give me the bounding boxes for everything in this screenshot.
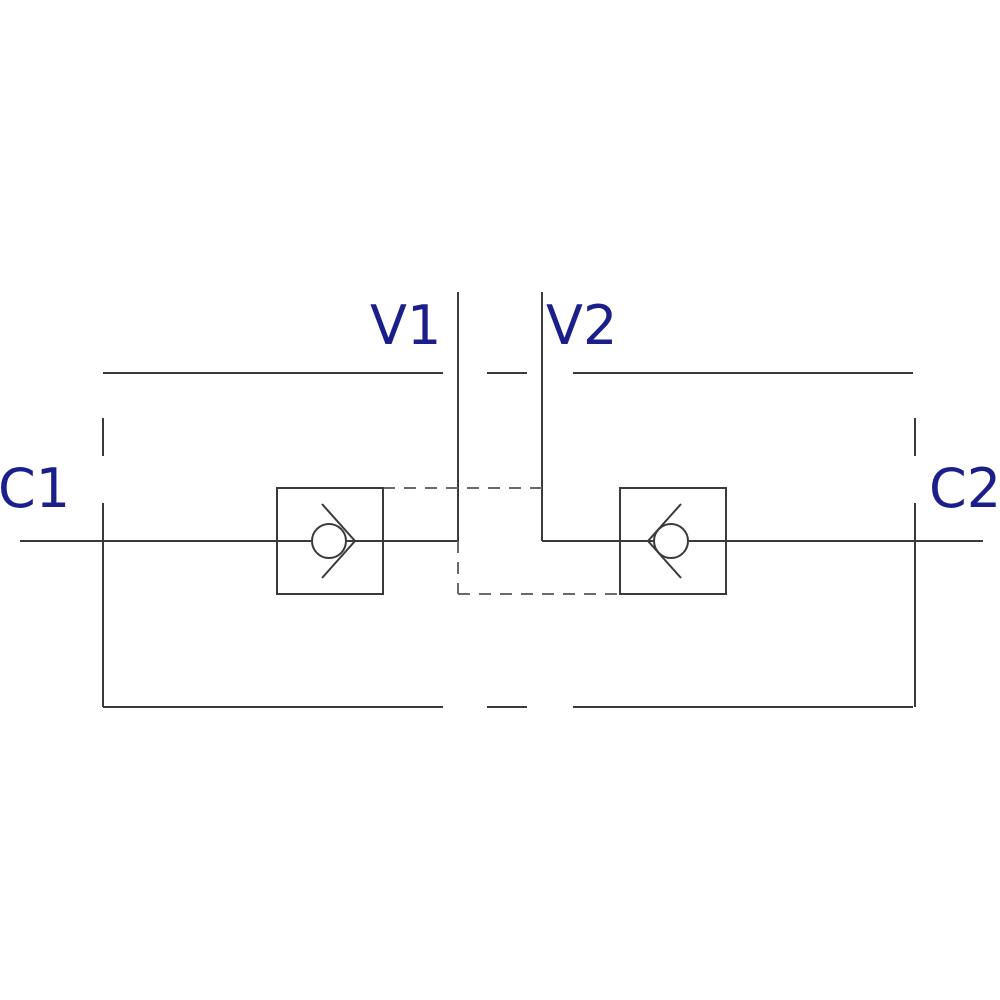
check-valve-icon [311, 503, 357, 579]
pilot-lines [383, 487, 620, 595]
port-label-v2: V2 [546, 294, 617, 357]
check-valve-right [619, 487, 727, 595]
port-label-c2: C2 [929, 457, 1000, 520]
port-label-v1: V1 [370, 294, 441, 357]
check-valve-left [276, 487, 384, 595]
port-label-c1: C1 [0, 457, 70, 520]
working-lines [20, 292, 983, 542]
block-outline [102, 372, 916, 708]
check-valve-icon [646, 503, 689, 579]
